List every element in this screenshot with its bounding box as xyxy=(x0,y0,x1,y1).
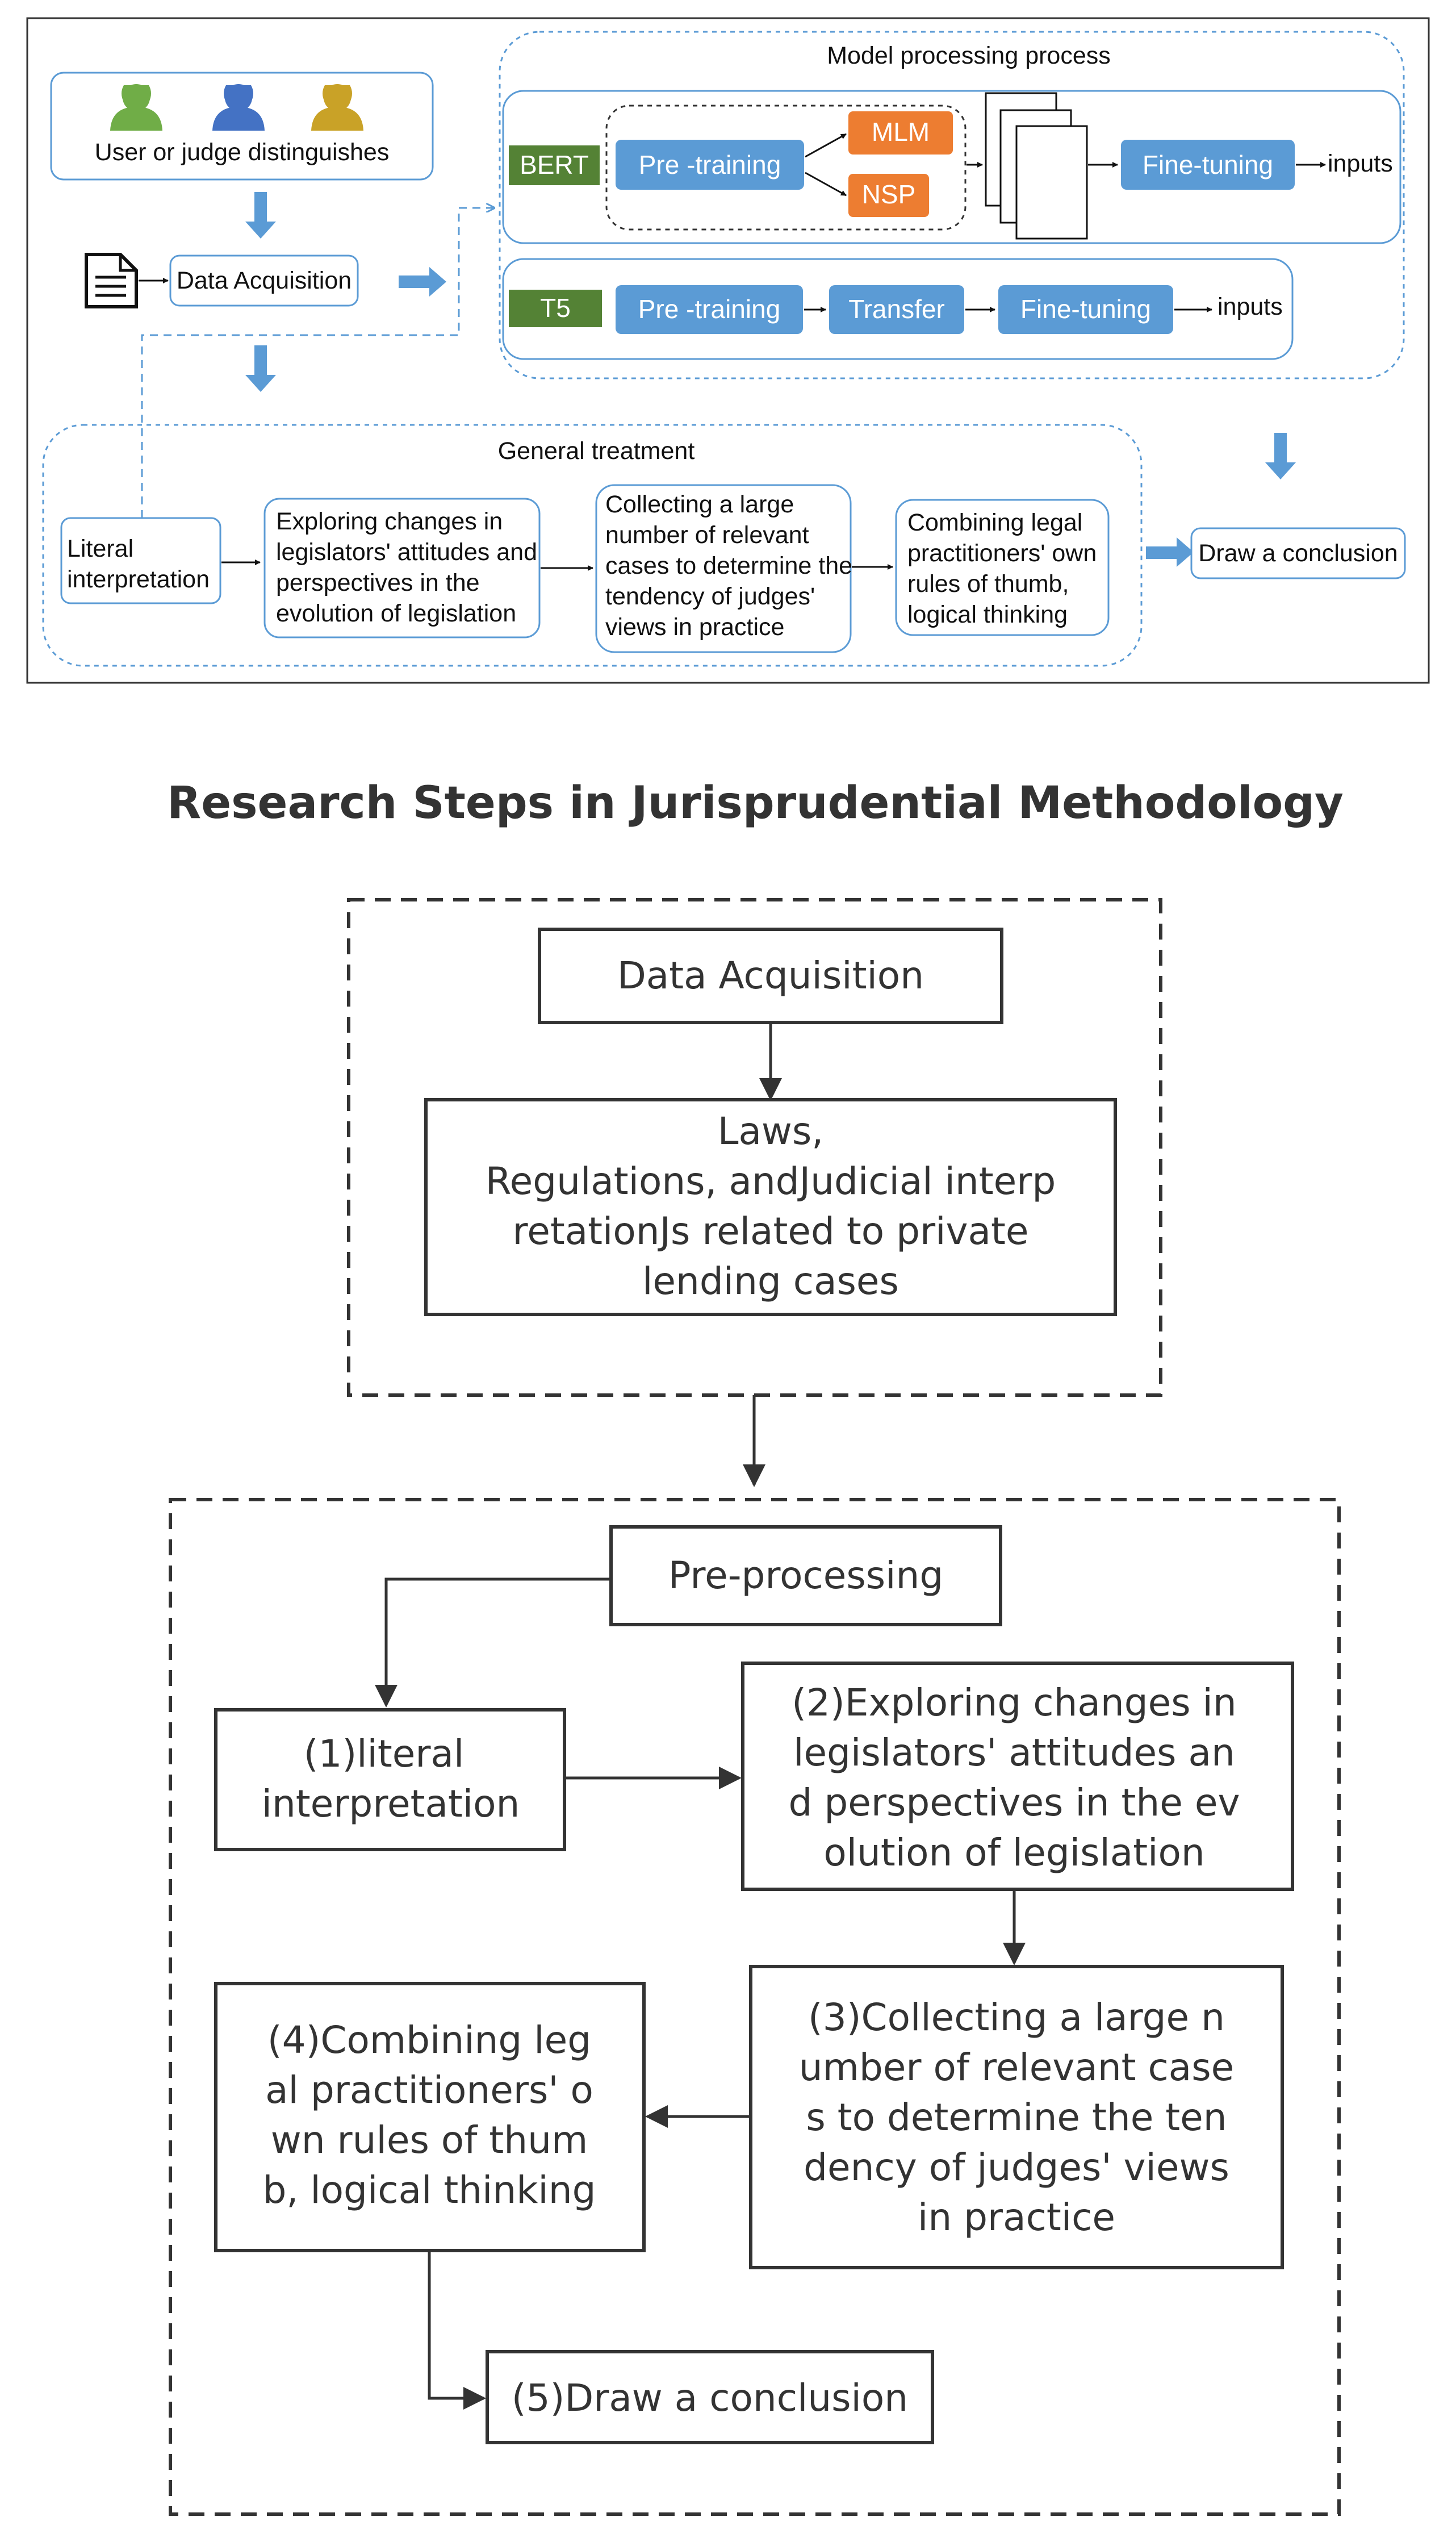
document-icon xyxy=(85,253,138,308)
t5-finetuning-label: Fine-tuning xyxy=(1020,294,1151,324)
step3-line-5: in practice xyxy=(918,2195,1115,2239)
block-arrow-right-1 xyxy=(399,267,446,297)
bert-finetuning-label: Fine-tuning xyxy=(1143,150,1273,180)
bottom-data-acquisition-label: Data Acquisition xyxy=(617,954,924,997)
bert-tag xyxy=(509,145,600,185)
gt-step-3-line-3: cases to determine the xyxy=(605,552,852,579)
gt-step-4-line-2: practitioners' own xyxy=(907,540,1097,567)
bert-row-box xyxy=(502,90,1401,244)
data-acquisition-label: Data Acquisition xyxy=(177,267,352,294)
bert-pretraining-label: Pre -training xyxy=(639,150,781,180)
t5-finetuning-box xyxy=(998,285,1173,334)
preprocessing-box xyxy=(609,1525,1002,1626)
mlm-label: MLM xyxy=(872,117,930,147)
gt-step-2-line-3: perspectives in the xyxy=(276,569,480,596)
laws-box xyxy=(424,1098,1117,1316)
gt-step-2-line-1: Exploring changes in xyxy=(276,508,503,535)
preprocessing-label: Pre-processing xyxy=(668,1554,943,1597)
step4-line-4: b, logical thinking xyxy=(262,2168,596,2212)
users-label: User or judge distinguishes xyxy=(95,139,390,166)
model-process-container xyxy=(499,31,1405,379)
step3-line-1: (3)Collecting a large n xyxy=(808,1996,1225,2039)
data-acquisition-box xyxy=(169,254,359,307)
bottom-data-acquisition-box xyxy=(538,928,1003,1024)
model-process-title: Model processing process xyxy=(827,42,1111,69)
draw-conclusion-label: Draw a conclusion xyxy=(1198,540,1398,567)
laws-line-4: lending cases xyxy=(642,1259,899,1303)
gt-step-3-line-5: views in practice xyxy=(605,613,784,641)
step5-label: (5)Draw a conclusion xyxy=(512,2376,908,2420)
step4-line-1: (4)Combining leg xyxy=(267,2018,591,2062)
gt-step-4-line-4: logical thinking xyxy=(907,601,1068,628)
block-arrow-down-3 xyxy=(1265,433,1296,479)
bert-inputs-label: inputs xyxy=(1328,150,1393,177)
transfer-box xyxy=(829,285,964,334)
t5-inputs-label: inputs xyxy=(1217,293,1283,320)
laws-line-2: Regulations, andJudicial interp xyxy=(486,1159,1056,1203)
step4-line-3: wn rules of thum xyxy=(271,2118,588,2162)
gt-step-2-line-2: legislators' attitudes and xyxy=(276,539,537,566)
block-arrow-right-2 xyxy=(1146,537,1194,567)
step3-line-2: umber of relevant case xyxy=(799,2046,1234,2089)
arrow-pre-to-step1 xyxy=(375,1577,611,1708)
transfer-label: Transfer xyxy=(848,294,945,324)
step1-box xyxy=(214,1708,566,1851)
bert-pretraining-group xyxy=(605,105,967,231)
gt-step-3-line-1: Collecting a large xyxy=(605,491,794,518)
step4-box xyxy=(214,1982,646,2252)
gt-step-1-line-1: Literal xyxy=(67,535,133,562)
step2-line-1: (2)Exploring changes in xyxy=(792,1681,1236,1725)
bert-pretraining-box xyxy=(616,140,804,190)
arrow-step4-to-step5 xyxy=(428,2251,486,2410)
bert-tag-label: BERT xyxy=(520,150,589,180)
transformer-layers-icon xyxy=(985,92,1088,240)
t5-tag xyxy=(509,290,602,327)
gt-step-box-4 xyxy=(895,499,1110,636)
t5-pretraining-label: Pre -training xyxy=(638,294,781,324)
gt-step-3-line-2: number of relevant xyxy=(605,521,809,549)
block-arrow-down-2 xyxy=(245,345,276,392)
step4-line-2: al practitioners' o xyxy=(265,2068,593,2112)
gt-step-box-2 xyxy=(263,498,541,638)
nsp-box xyxy=(848,174,929,217)
draw-conclusion-box xyxy=(1190,527,1406,579)
mlm-box xyxy=(848,111,953,155)
step2-line-3: d perspectives in the ev xyxy=(788,1781,1240,1825)
gt-step-4-line-3: rules of thumb, xyxy=(907,570,1069,598)
gt-step-3-line-4: tendency of judges' xyxy=(605,583,815,610)
arrow-to-mlm xyxy=(805,133,847,158)
gt-step-box-1 xyxy=(60,517,221,604)
laws-line-1: Laws, xyxy=(718,1109,824,1153)
step2-box xyxy=(741,1662,1294,1891)
block-arrow-down-1 xyxy=(245,192,276,239)
step1-line-1: (1)literal xyxy=(304,1732,465,1776)
t5-tag-label: T5 xyxy=(540,293,571,323)
processing-group xyxy=(169,1498,1341,2516)
general-treatment-container xyxy=(42,424,1143,667)
nsp-label: NSP xyxy=(862,180,916,209)
step5-box xyxy=(486,2350,934,2444)
step3-line-4: dency of judges' views xyxy=(804,2145,1229,2189)
t5-pretraining-box xyxy=(616,285,803,334)
bert-finetuning-box xyxy=(1121,140,1295,190)
general-treatment-title: General treatment xyxy=(498,437,695,465)
step2-line-4: olution of legislation xyxy=(823,1831,1204,1875)
gt-step-box-3 xyxy=(595,484,852,653)
flowchart-title: Research Steps in Jurisprudential Method… xyxy=(167,778,1344,829)
step3-box xyxy=(749,1965,1284,2269)
gt-step-1-line-2: interpretation xyxy=(67,566,210,593)
gt-step-4-line-1: Combining legal xyxy=(907,509,1082,536)
step3-line-3: s to determine the ten xyxy=(806,2095,1227,2139)
arrow-to-nsp xyxy=(805,172,847,197)
step1-line-2: interpretation xyxy=(262,1782,520,1826)
gt-step-text-1: Literal interpretation xyxy=(67,535,210,593)
step2-line-2: legislators' attitudes an xyxy=(793,1731,1235,1775)
laws-line-3: retationJs related to private xyxy=(513,1209,1029,1253)
gt-step-2-line-4: evolution of legislation xyxy=(276,600,516,627)
